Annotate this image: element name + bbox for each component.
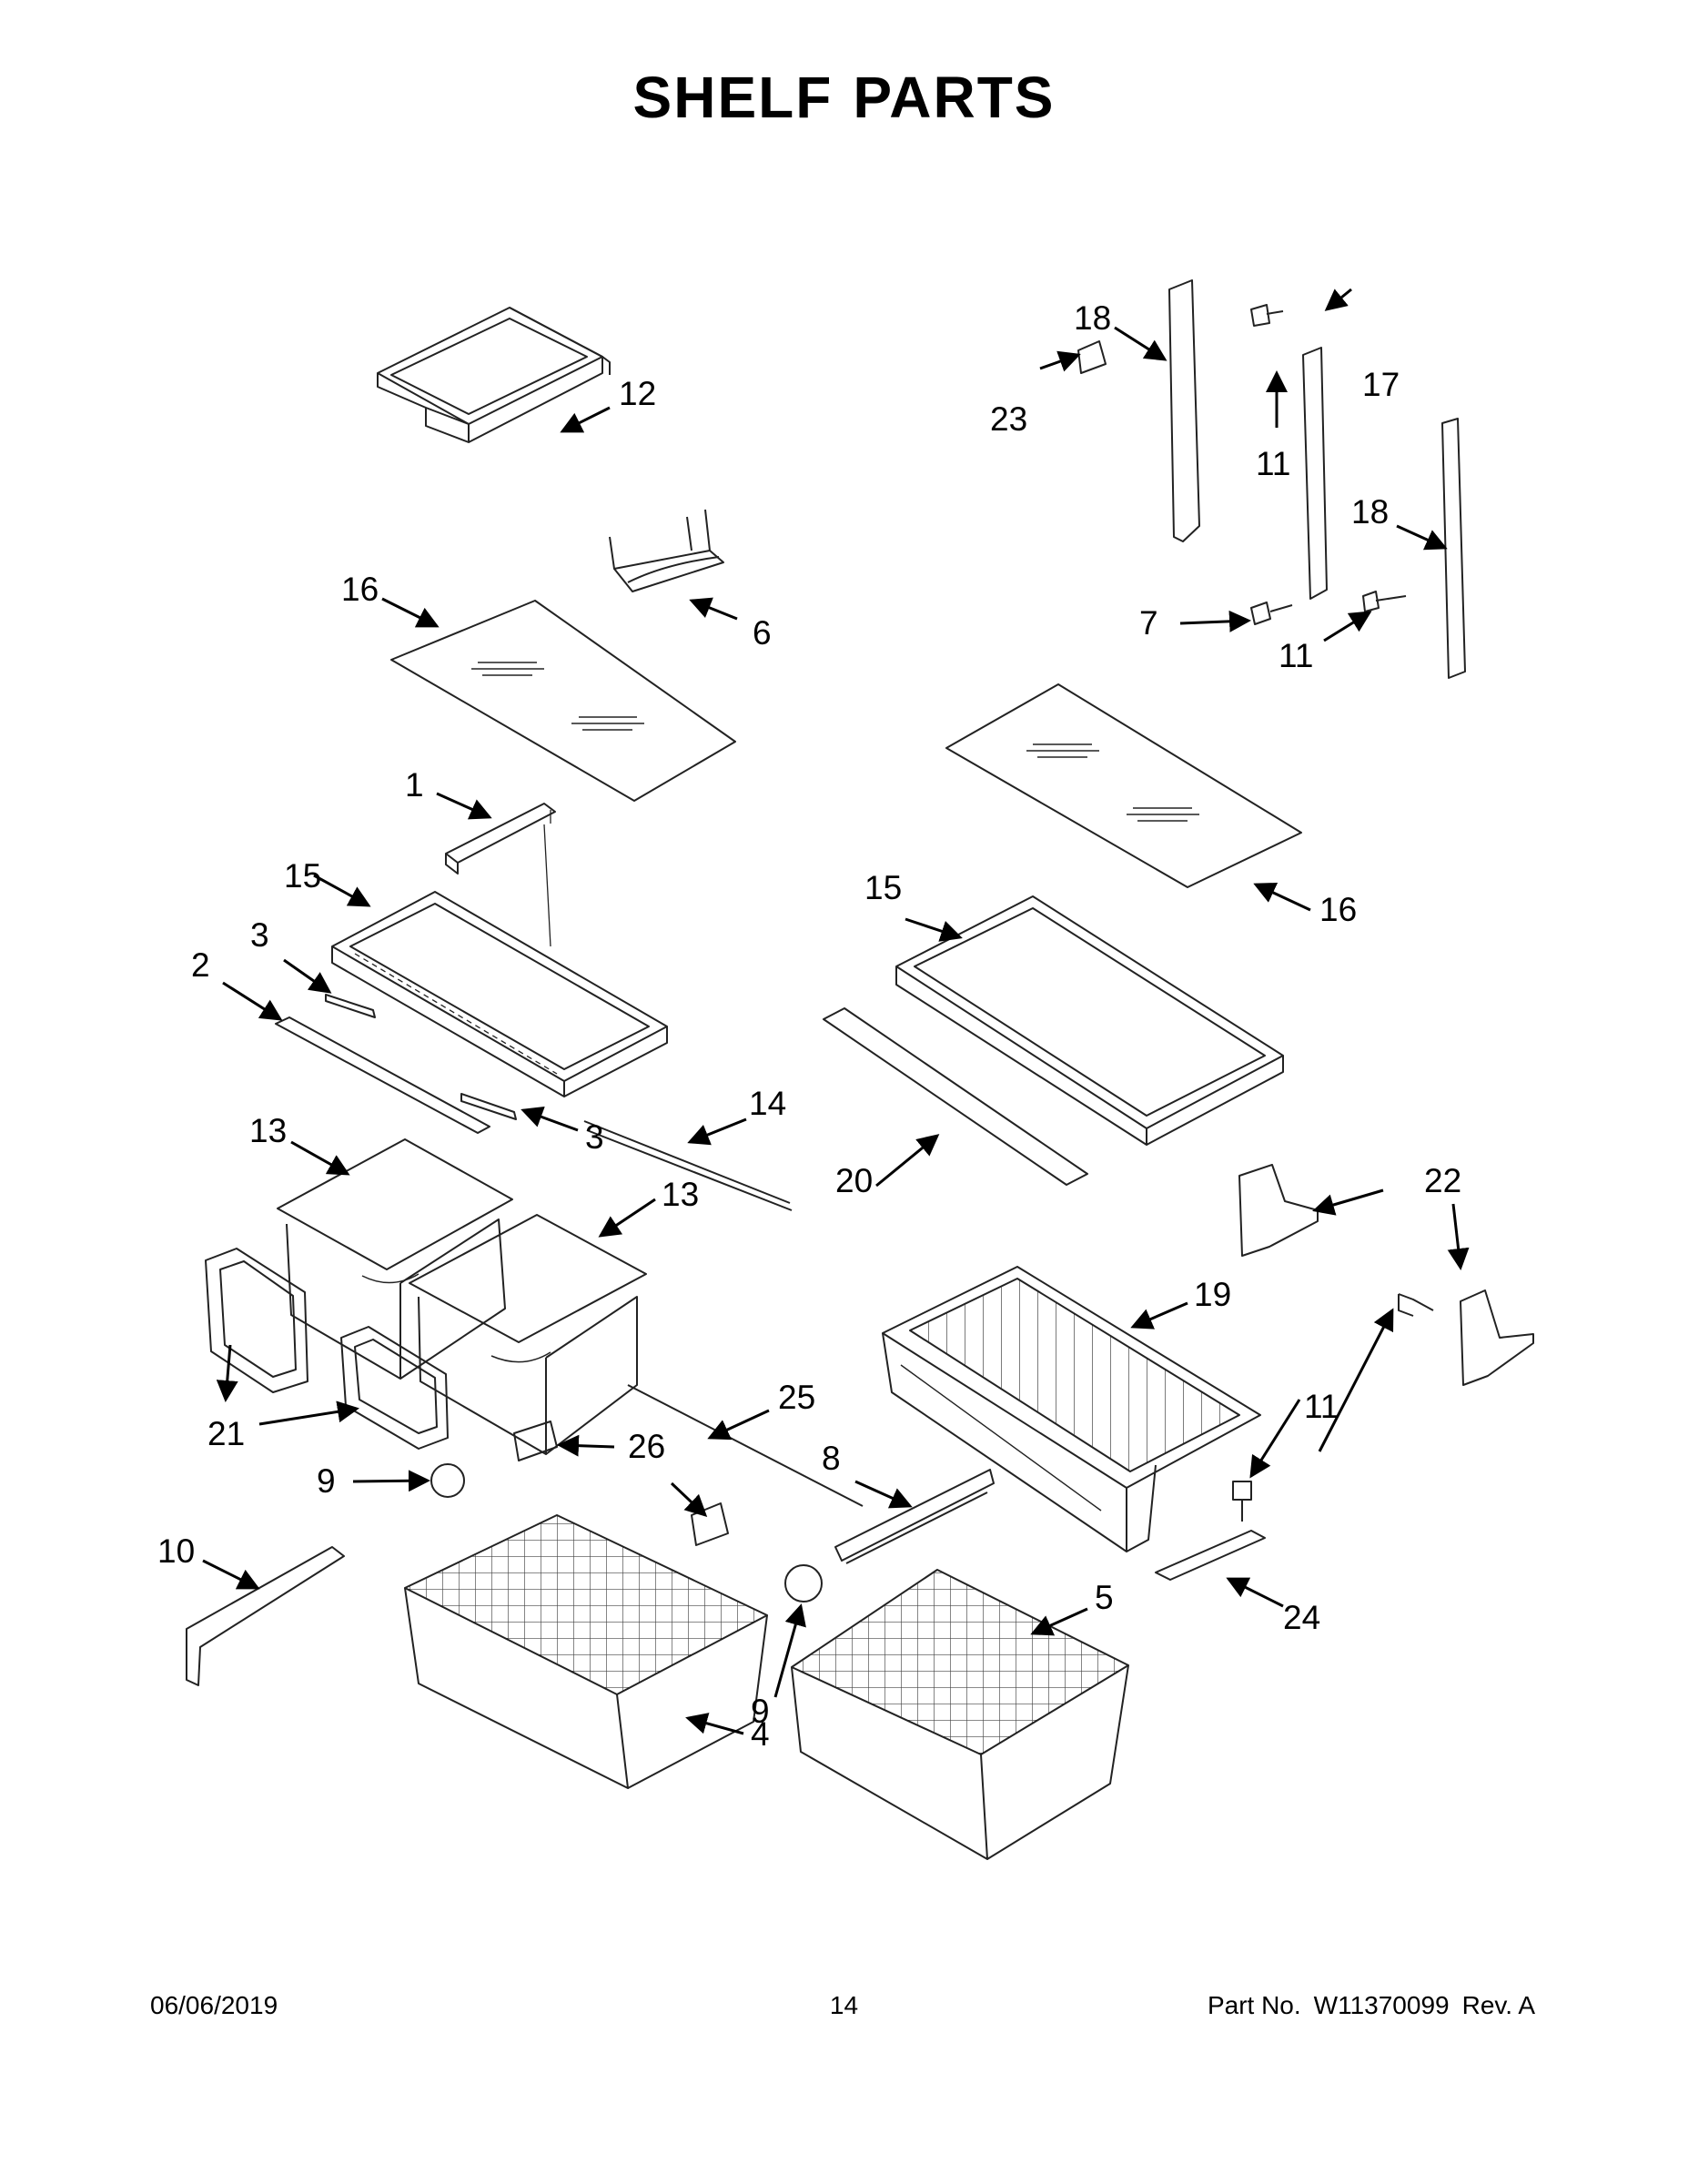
callout-4: 4 xyxy=(751,1715,770,1753)
callout-14: 14 xyxy=(749,1085,786,1122)
part-11-screw-b xyxy=(1232,1481,1252,1522)
part-15-shelf-frame-right xyxy=(895,895,1284,1146)
revision: Rev. A xyxy=(1461,1991,1535,2019)
footer-page-number: 14 xyxy=(829,1991,859,2019)
callout-11a: 11 xyxy=(1256,445,1290,482)
callout-13b: 13 xyxy=(662,1176,699,1213)
part-13-crisper-left xyxy=(277,1138,513,1380)
callout-11b: 11 xyxy=(1279,637,1313,674)
callout-7: 7 xyxy=(1139,604,1158,642)
part-15-shelf-frame-left xyxy=(331,891,668,1097)
callout-9a: 9 xyxy=(317,1462,336,1500)
part-17-rail-center xyxy=(1302,347,1328,600)
callout-8: 8 xyxy=(822,1440,841,1477)
part-21-crisper-cover-a xyxy=(205,1248,308,1393)
part-11-screw-a xyxy=(1398,1293,1434,1317)
leader-arrows xyxy=(202,288,1470,1735)
part-22-rail-b xyxy=(1460,1289,1534,1386)
callout-17: 17 xyxy=(1362,366,1400,403)
part-22-rail-a xyxy=(1238,1164,1319,1257)
callout-12: 12 xyxy=(619,375,656,412)
part-5-wire-basket xyxy=(791,1569,1129,1860)
part-23-clip xyxy=(1077,340,1107,374)
part-18-rail-right xyxy=(1441,418,1466,679)
part-24-slide xyxy=(1155,1530,1266,1581)
callout-26: 26 xyxy=(628,1428,665,1465)
title-word-2: PARTS xyxy=(853,65,1056,130)
part-20-trim xyxy=(823,1007,1088,1186)
callout-9b: 9 xyxy=(751,1693,770,1730)
callout-15b: 15 xyxy=(864,869,902,906)
callout-6: 6 xyxy=(753,614,772,652)
callout-19: 19 xyxy=(1194,1276,1231,1313)
callout-labels: 1 2 3 3 4 5 6 7 8 9 9 10 11 11 11 11 12 … xyxy=(157,299,1461,1753)
part-label: Part No. xyxy=(1207,1991,1301,2019)
callout-18a: 18 xyxy=(1074,299,1111,337)
part-3-strip-a xyxy=(325,994,376,1018)
part-9-gear-a xyxy=(430,1463,465,1498)
title-word-1: SHELF xyxy=(632,65,834,130)
part-9-gear-b xyxy=(784,1564,823,1603)
callout-3a: 3 xyxy=(250,916,269,954)
callout-23: 23 xyxy=(990,400,1027,438)
part-11-screw-d xyxy=(1250,304,1284,327)
part-1-bracket xyxy=(445,803,556,947)
part-16-glass-shelf-right xyxy=(945,683,1302,888)
callout-22: 22 xyxy=(1424,1162,1461,1199)
callout-16a: 16 xyxy=(341,571,379,608)
part-4-wire-basket xyxy=(404,1514,768,1789)
part-26-hub-a xyxy=(513,1421,558,1461)
callout-2: 2 xyxy=(191,946,210,984)
callout-24: 24 xyxy=(1283,1599,1320,1636)
part-25-rod xyxy=(627,1384,864,1507)
part-2-trim xyxy=(275,1016,490,1134)
part-18-rail-left xyxy=(1168,279,1200,542)
callout-18b: 18 xyxy=(1351,493,1389,531)
callout-11c: 11 xyxy=(1304,1388,1339,1425)
page-title: SHELF PARTS xyxy=(0,64,1688,131)
part-19-freezer-tray xyxy=(882,1266,1261,1552)
part-11-screw-c xyxy=(1362,591,1407,612)
callout-10: 10 xyxy=(157,1532,195,1570)
callout-15a: 15 xyxy=(284,857,321,895)
callout-13a: 13 xyxy=(249,1112,287,1149)
part-16-glass-shelf-left xyxy=(390,600,736,802)
callout-3b: 3 xyxy=(585,1118,604,1156)
callout-21a: 21 xyxy=(207,1415,245,1452)
part-3-strip-b xyxy=(460,1093,517,1120)
callout-1: 1 xyxy=(405,766,424,804)
callout-5: 5 xyxy=(1095,1579,1114,1616)
footer-date: 06/06/2019 xyxy=(150,1991,278,2019)
part-26-hub-b xyxy=(691,1502,729,1546)
part-number: W11370099 xyxy=(1313,1991,1450,2019)
part-14-rod xyxy=(583,1120,793,1211)
callout-16b: 16 xyxy=(1319,891,1357,928)
footer-part-number: Part No. W11370099 Rev. A xyxy=(1208,1991,1535,2020)
part-10-handle xyxy=(186,1546,345,1686)
part-8-handle xyxy=(834,1469,995,1564)
part-13-crisper-right xyxy=(409,1214,647,1455)
callout-25: 25 xyxy=(778,1379,815,1416)
callout-20: 20 xyxy=(835,1162,873,1199)
part-12-shelf-frame xyxy=(377,307,611,443)
part-7-screw xyxy=(1250,602,1293,625)
part-6-clip xyxy=(609,509,724,592)
